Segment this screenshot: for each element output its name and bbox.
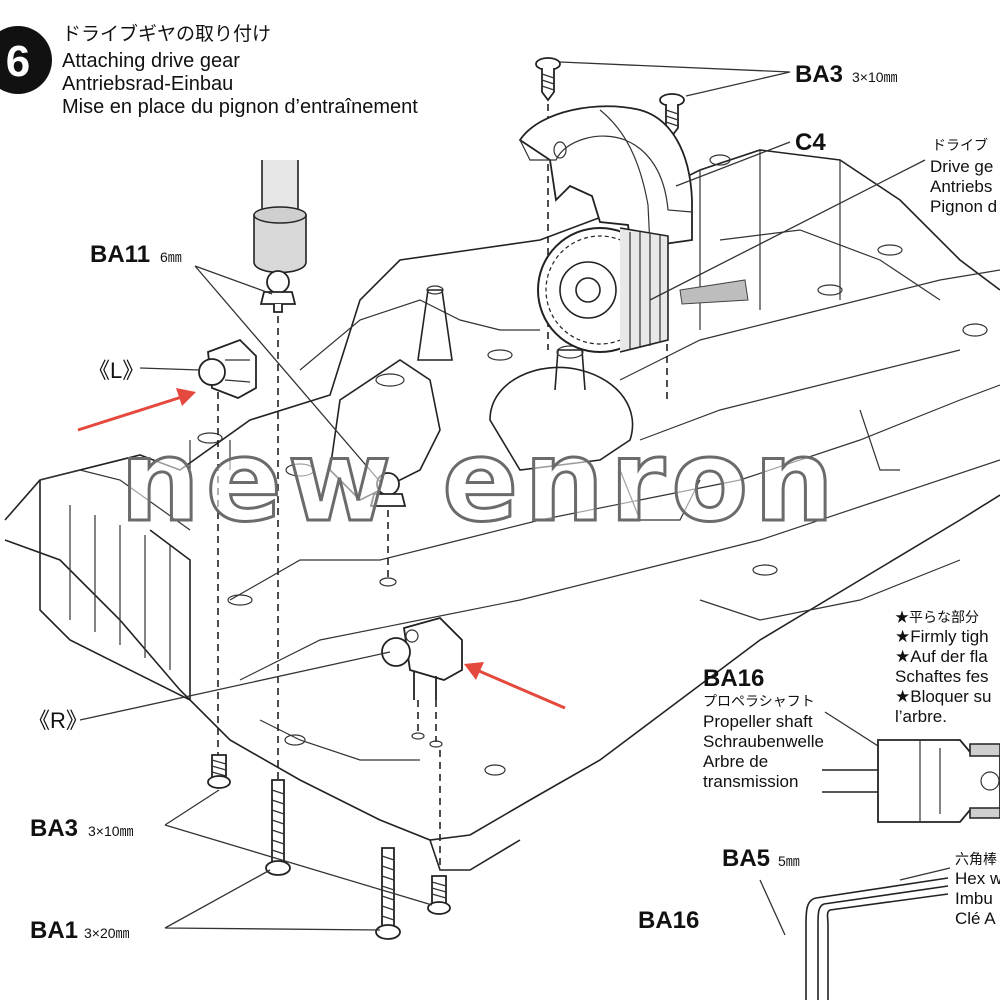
right-mount-part <box>381 616 463 700</box>
tighten-note-de-2: Schaftes fes <box>895 667 989 686</box>
ba1-size: 3×20㎜ <box>84 925 130 941</box>
propeller-shaft-jp: プロペラシャフト <box>703 693 815 709</box>
step-title: ドライブギヤの取り付け Attaching drive gear Antrieb… <box>62 22 418 118</box>
drive-gear-note: ドライブ Drive ge Antriebs Pignon d <box>930 137 997 216</box>
hex-wrench-en: Hex w <box>955 869 1000 888</box>
drive-gear-note-fr: Pignon d <box>930 197 997 216</box>
red-arrow-left <box>77 388 196 432</box>
callout-ba11: BA11 6㎜ <box>90 241 182 268</box>
hex-wrench-de: Imbu <box>955 889 993 908</box>
ba11-code: BA11 <box>90 241 150 268</box>
step-badge: 6 <box>0 26 52 94</box>
callout-ba3-top: BA3 3×10㎜ <box>795 61 898 88</box>
callout-ba1: BA1 3×20㎜ <box>30 917 130 944</box>
watermark-text: new enron <box>120 417 840 547</box>
ba3-screw-bottom-left <box>207 754 231 789</box>
ba11-ball-connector-top <box>259 270 297 313</box>
step-number: 6 <box>6 37 30 86</box>
propeller-shaft-callout: BA16 プロペラシャフト Propeller shaft Schraubenw… <box>703 665 824 791</box>
ba3-top-size: 3×10㎜ <box>852 69 898 85</box>
drive-gear-note-de: Antriebs <box>930 177 992 196</box>
drive-gear-note-en: Drive ge <box>930 157 993 176</box>
left-mount-part <box>198 338 257 399</box>
tighten-note-fr: ★Bloquer su <box>895 687 992 706</box>
ba1-screw-right <box>375 847 401 940</box>
tighten-note-en: ★Firmly tigh <box>895 627 989 646</box>
callout-ba5: BA5 5㎜ <box>722 845 800 872</box>
hex-wrench-fr: Clé A <box>955 909 996 928</box>
label-left: 《L》 <box>88 358 144 383</box>
ba1-screw-left <box>265 779 291 876</box>
propeller-shaft-fr-2: transmission <box>703 772 798 791</box>
ba3-top-code: BA3 <box>795 61 843 88</box>
tighten-note-jp: ★平らな部分 <box>895 609 979 625</box>
ba11-ball-connector-mid <box>369 472 407 507</box>
hex-wrench-note: 六角棒 Hex w Imbu Clé A <box>955 851 1000 928</box>
propeller-shaft-en: Propeller shaft <box>703 712 813 731</box>
ba3-screw-bottom-right <box>427 875 451 915</box>
label-right: 《R》 <box>28 708 88 733</box>
ba16-main-code: BA16 <box>703 665 764 692</box>
ba1-code: BA1 <box>30 917 78 944</box>
red-arrow-right <box>464 662 566 710</box>
tighten-note-de: ★Auf der fla <box>895 647 988 666</box>
ba11-size: 6㎜ <box>160 249 182 265</box>
c4-gear-cover <box>518 105 693 247</box>
ba16-lower-code: BA16 <box>638 907 699 934</box>
propeller-shaft-fr: Arbre de <box>703 752 768 771</box>
title-en: Attaching drive gear <box>62 50 240 72</box>
tighten-note: ★平らな部分 ★Firmly tigh ★Auf der fla Schafte… <box>895 609 992 726</box>
hex-wrench-drawing <box>805 877 949 1000</box>
ba5-size: 5㎜ <box>778 853 800 869</box>
hex-wrench-jp: 六角棒 <box>955 851 997 867</box>
drive-gear-note-jp: ドライブ <box>932 137 988 153</box>
propeller-shaft-drawing <box>822 739 1000 823</box>
chassis-drawing <box>4 149 1000 871</box>
callout-ba3-bottom: BA3 3×10㎜ <box>30 815 134 842</box>
title-fr: Mise en place du pignon d’entraînement <box>62 96 418 118</box>
title-de: Antriebsrad-Einbau <box>62 73 233 95</box>
propeller-shaft-de: Schraubenwelle <box>703 732 824 751</box>
title-jp: ドライブギヤの取り付け <box>62 22 271 45</box>
ba3-bottom-size: 3×10㎜ <box>88 823 134 839</box>
ba5-code: BA5 <box>722 845 770 872</box>
tighten-note-fr-2: l’arbre. <box>895 707 947 726</box>
c4-code: C4 <box>795 129 826 156</box>
drive-gear <box>537 227 669 353</box>
ba3-screw-top-left <box>535 57 561 102</box>
grease-arrow-icon <box>679 279 749 305</box>
hex-driver-shaft <box>253 160 307 274</box>
ba3-bottom-code: BA3 <box>30 815 78 842</box>
